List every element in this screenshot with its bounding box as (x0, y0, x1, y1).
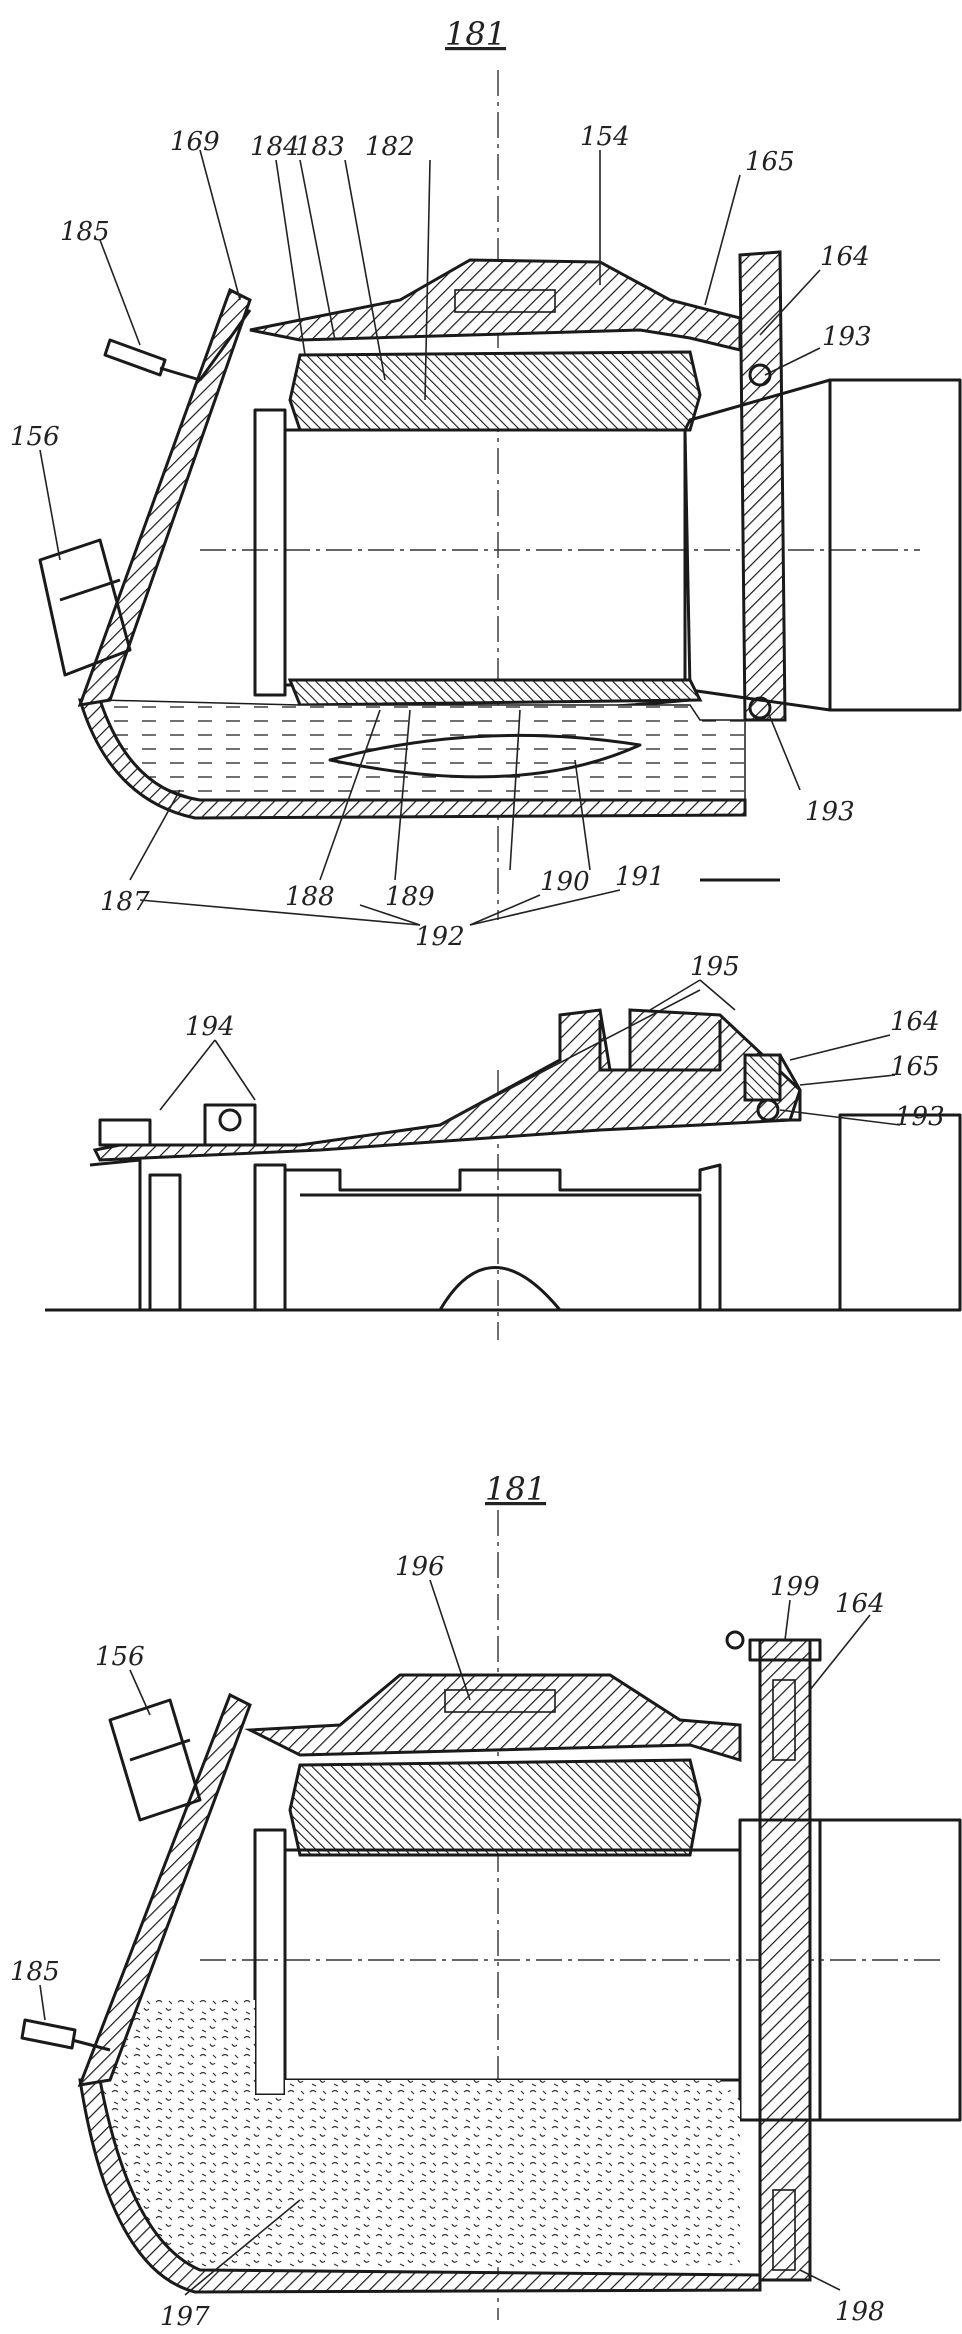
label-195: 195 (690, 952, 740, 982)
label-164-bottom: 164 (835, 1589, 885, 1619)
label-156-bottom: 156 (95, 1642, 145, 1672)
label-165: 165 (745, 147, 795, 177)
label-156-top: 156 (10, 422, 60, 452)
label-196: 196 (395, 1552, 445, 1582)
label-165-mid: 165 (890, 1052, 940, 1082)
label-198: 198 (835, 2297, 885, 2327)
label-189: 189 (385, 882, 435, 912)
bottom-figure (20, 1510, 962, 2320)
label-185-top: 185 (60, 217, 110, 247)
label-184: 184 (250, 132, 300, 162)
label-183: 183 (295, 132, 345, 162)
label-192: 192 (415, 922, 465, 952)
label-164: 164 (820, 242, 870, 272)
label-194: 194 (185, 1012, 235, 1042)
label-197: 197 (160, 2302, 210, 2332)
label-154: 154 (580, 122, 630, 152)
label-187: 187 (100, 887, 150, 917)
label-182: 182 (365, 132, 415, 162)
top-title: 181 (445, 15, 506, 53)
label-199: 199 (770, 1572, 820, 1602)
label-169: 169 (170, 127, 220, 157)
top-figure (38, 70, 962, 926)
label-188: 188 (285, 882, 335, 912)
label-193-mid: 193 (895, 1102, 945, 1132)
label-193-lower: 193 (805, 797, 855, 827)
top-leader-lines (39, 149, 821, 926)
middle-figure (45, 979, 962, 1340)
label-164-mid: 164 (890, 1007, 940, 1037)
label-191: 191 (615, 862, 665, 892)
label-185-bottom: 185 (10, 1957, 60, 1987)
bottom-title: 181 (485, 1470, 546, 1508)
label-190: 190 (540, 867, 590, 897)
label-193-top: 193 (822, 322, 872, 352)
